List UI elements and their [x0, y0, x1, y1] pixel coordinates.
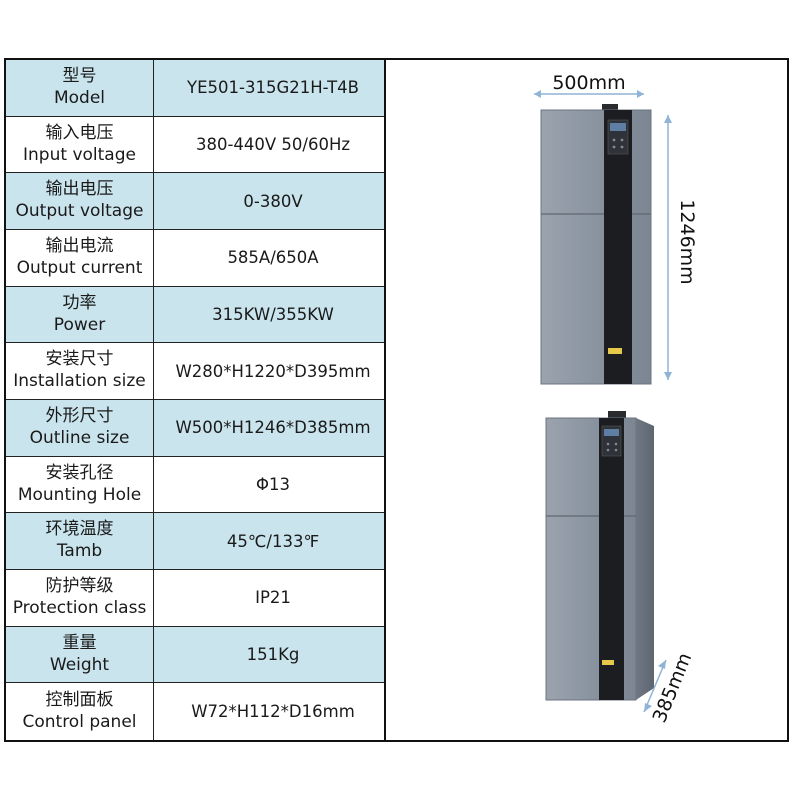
- label-cell: 防护等级 Protection class: [6, 570, 154, 626]
- label-cn: 输出电流: [45, 236, 114, 257]
- label-cn: 环境温度: [45, 519, 114, 540]
- label-en: Protection class: [12, 597, 147, 618]
- width-dimension: 500mm: [534, 72, 644, 98]
- label-cell: 型号 Model: [6, 60, 154, 116]
- table-row: 外形尺寸 Outline size W500*H1246*D385mm: [6, 400, 386, 457]
- label-en: Output current: [16, 257, 143, 278]
- value-cell: Φ13: [256, 475, 290, 495]
- label-cn: 安装孔径: [45, 462, 114, 483]
- table-row: 输出电流 Output current 585A/650A: [6, 230, 386, 287]
- table-row: 输入电压 Input voltage 380-440V 50/60Hz: [6, 116, 386, 174]
- value-cell: 0-380V: [243, 191, 303, 211]
- label-en: Weight: [49, 654, 110, 675]
- value-cell: 151Kg: [246, 645, 300, 665]
- label-cell: 输出电流 Output current: [6, 230, 154, 286]
- height-label: 1246mm: [676, 199, 698, 284]
- label-en: Input voltage: [23, 144, 136, 165]
- depth-label: 385mm: [649, 650, 697, 726]
- value-cell: 45℃/133℉: [226, 531, 320, 551]
- label-cell: 环境温度 Tamb: [6, 513, 154, 569]
- value-cell: W72*H112*D16mm: [191, 702, 355, 722]
- label-cn: 输入电压: [45, 122, 114, 143]
- label-en: Model: [53, 87, 106, 108]
- table-row: 防护等级 Protection class IP21: [6, 570, 386, 627]
- cabinet-front-view: [540, 104, 652, 385]
- table-row: 输出电压 Output voltage 0-380V: [6, 173, 386, 230]
- label-cn: 外形尺寸: [45, 406, 114, 427]
- label-en: Control panel: [22, 711, 137, 732]
- table-row: 环境温度 Tamb 45℃/133℉: [6, 513, 386, 570]
- table-row: 功率 Power 315KW/355KW: [6, 286, 386, 344]
- height-dimension: 1246mm: [664, 115, 698, 380]
- table-row: 安装孔径 Mounting Hole Φ13: [6, 456, 386, 514]
- value-cell: W500*H1246*D385mm: [175, 418, 371, 438]
- spec-sheet: 型号 Model YE501-315G21H-T4B 输入电压 Input vo…: [4, 58, 789, 742]
- width-label: 500mm: [552, 72, 625, 94]
- table-row: 型号 Model YE501-315G21H-T4B: [6, 60, 386, 117]
- spec-table: 型号 Model YE501-315G21H-T4B 输入电压 Input vo…: [6, 60, 386, 740]
- label-cn: 型号: [62, 66, 97, 87]
- label-en: Power: [53, 314, 106, 335]
- label-cn: 重量: [62, 632, 97, 653]
- value-cell: IP21: [255, 588, 291, 608]
- value-cell: 380-440V 50/60Hz: [195, 135, 351, 155]
- product-illustration: 500mm 1246mm: [534, 72, 698, 726]
- label-en: Outline size: [29, 427, 130, 448]
- label-cn: 功率: [62, 292, 97, 313]
- value-cell: 585A/650A: [227, 248, 319, 268]
- label-en: Tamb: [56, 541, 103, 562]
- cabinet-side-view: [545, 411, 654, 701]
- product-image-panel: 500mm 1246mm: [386, 60, 787, 740]
- table-row: 重量 Weight 151Kg: [6, 626, 386, 684]
- label-cell: 输出电压 Output voltage: [6, 173, 154, 229]
- label-cn: 安装尺寸: [45, 349, 114, 370]
- label-cell: 安装孔径 Mounting Hole: [6, 456, 154, 513]
- value-cell: 315KW/355KW: [212, 305, 334, 325]
- value-cell: W280*H1220*D395mm: [175, 361, 371, 381]
- label-cell: 安装尺寸 Installation size: [6, 343, 154, 399]
- label-cell: 输入电压 Input voltage: [6, 116, 154, 173]
- label-cell: 外形尺寸 Outline size: [6, 400, 154, 456]
- label-en: Mounting Hole: [17, 484, 142, 505]
- label-cn: 控制面板: [45, 689, 114, 710]
- label-cell: 功率 Power: [6, 286, 154, 343]
- table-row: 控制面板 Control panel W72*H112*D16mm: [6, 683, 386, 740]
- label-en: Installation size: [13, 371, 146, 392]
- table-row: 安装尺寸 Installation size W280*H1220*D395mm: [6, 343, 386, 400]
- label-cell: 重量 Weight: [6, 626, 154, 683]
- column-divider: [384, 60, 386, 740]
- label-en: Output voltage: [15, 201, 144, 222]
- value-cell: YE501-315G21H-T4B: [187, 78, 359, 98]
- label-cell: 控制面板 Control panel: [6, 683, 154, 740]
- label-cn: 防护等级: [45, 576, 114, 597]
- label-cn: 输出电压: [45, 179, 114, 200]
